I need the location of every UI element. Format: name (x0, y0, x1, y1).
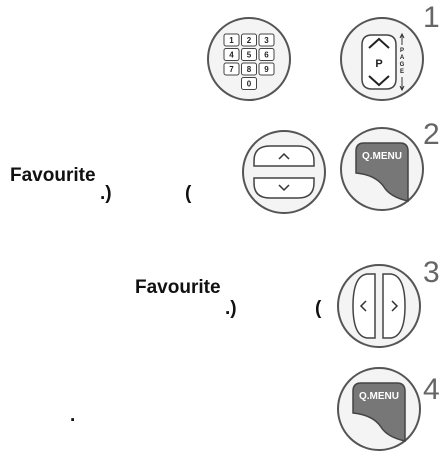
keypad-key-0[interactable] (241, 77, 257, 90)
svg-text:E: E (400, 69, 404, 75)
keypad-key-8[interactable] (241, 62, 257, 76)
step-text: ( (185, 183, 192, 204)
qmenu-key-icon[interactable]: Q.MENU (338, 125, 426, 213)
step-number: 4 (423, 373, 440, 406)
left-right-arrow-icon[interactable] (335, 262, 423, 350)
step-number: 3 (423, 256, 440, 289)
numeric-keypad-icon[interactable]: 1 2 3 4 5 6 7 8 9 0 (205, 15, 293, 103)
keypad-key-label: 0 (247, 80, 252, 89)
keypad-key-9[interactable] (258, 62, 275, 76)
keypad-key-label: 3 (264, 36, 269, 45)
keypad-key-label: 5 (247, 51, 252, 60)
keypad-key-5[interactable] (241, 48, 257, 61)
qmenu-label: Q.MENU (359, 391, 399, 402)
keypad-key-1[interactable] (223, 33, 240, 47)
page-rocker-icon[interactable]: P P A G E (338, 15, 426, 103)
keypad-key-label: 1 (229, 36, 234, 45)
keypad-key-label: 7 (229, 65, 234, 74)
step-text: Favourite (135, 277, 221, 298)
keypad-key-label: 6 (264, 51, 269, 60)
qmenu-label: Q.MENU (362, 151, 402, 162)
keypad-key-label: 8 (247, 65, 252, 74)
step-number: 2 (423, 118, 440, 151)
keypad-key-7[interactable] (223, 62, 240, 76)
keypad-key-3[interactable] (258, 33, 275, 47)
keypad-key-2[interactable] (241, 33, 257, 47)
step-text: ( (315, 298, 322, 319)
up-down-arrow-icon[interactable] (240, 128, 328, 216)
qmenu-key-icon[interactable]: Q.MENU (335, 365, 423, 453)
step-text: .) (100, 183, 112, 204)
keypad-key-6[interactable] (258, 48, 275, 61)
step-number: 1 (423, 1, 440, 34)
svg-text:A: A (400, 55, 405, 61)
step-text: .) (225, 298, 237, 319)
keypad-key-label: 2 (247, 36, 252, 45)
svg-text:G: G (400, 62, 405, 68)
page-button-label: P (375, 58, 382, 70)
keypad-key-label: 9 (264, 65, 269, 74)
svg-text:P: P (400, 48, 404, 54)
step-text: . (70, 405, 76, 426)
keypad-key-label: 4 (229, 51, 234, 60)
keypad-key-4[interactable] (223, 48, 240, 61)
step-text: Favourite (10, 165, 96, 186)
